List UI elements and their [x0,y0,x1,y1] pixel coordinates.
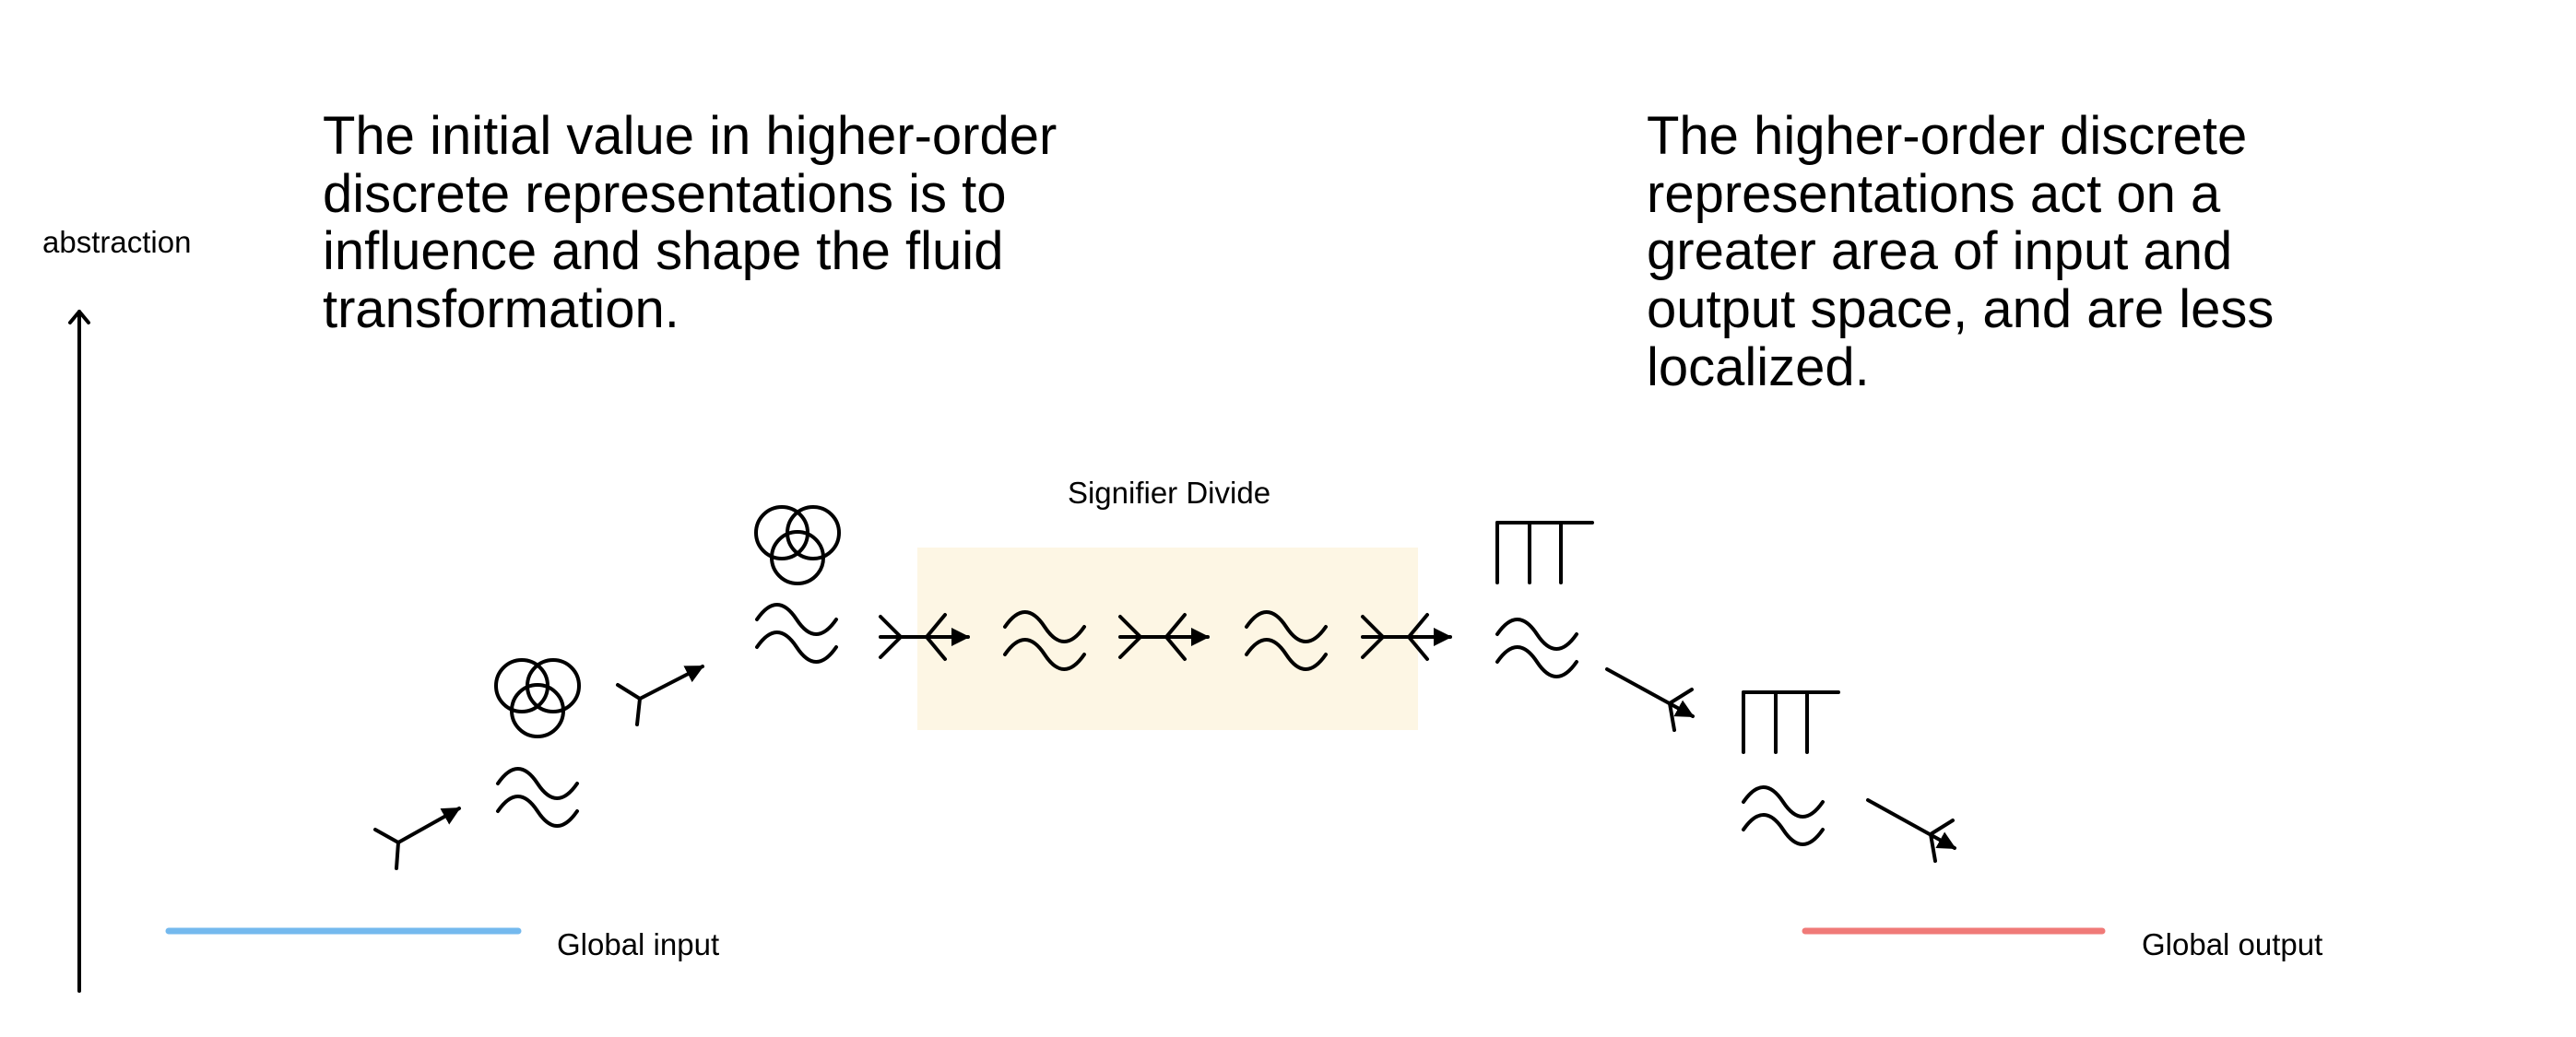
comb-icon [1742,690,1840,754]
note-left-line: The initial value in higher-order [323,106,1057,166]
double-wave-icon [1495,618,1578,678]
double-wave-icon [496,767,579,828]
note-left-line: transformation. [323,279,679,339]
double-wave-icon [1742,785,1825,846]
abstraction-axis-label: abstraction [42,225,191,259]
note-right-line: output space, and are less [1647,279,2274,339]
converging-arrow-icon [1361,613,1452,661]
note-right-line: The higher-order discrete [1647,106,2247,166]
global-output-label: Global output [2142,927,2322,961]
double-wave-icon [1245,610,1328,671]
forked-tail-arrow-icon [373,807,461,870]
forked-tail-arrow-icon [616,665,704,726]
note-left-line: discrete representations is to [323,164,1006,224]
global-input-label: Global input [557,927,719,961]
note-left-line: influence and shape the fluid [323,221,1003,281]
note-right: The higher-order discrete representation… [1647,106,2288,397]
three-circle-venn-icon [494,658,581,738]
note-right-line: representations act on a [1647,164,2221,224]
double-wave-icon [755,603,838,664]
abstraction-axis [68,310,90,993]
double-wave-icon [1003,610,1086,671]
note-right-line: greater area of input and [1647,221,2232,281]
converging-arrow-icon [1118,613,1210,661]
signifier-divide-label: Signifier Divide [1068,476,1270,510]
note-right-line: localized. [1647,337,1870,397]
converging-arrow-icon [879,613,970,661]
three-circle-venn-icon [754,505,841,585]
forked-tail-arrow-icon [1605,667,1695,732]
forked-tail-arrow-icon [1866,798,1956,863]
comb-icon [1495,521,1594,584]
note-left: The initial value in higher-order discre… [323,106,1071,339]
